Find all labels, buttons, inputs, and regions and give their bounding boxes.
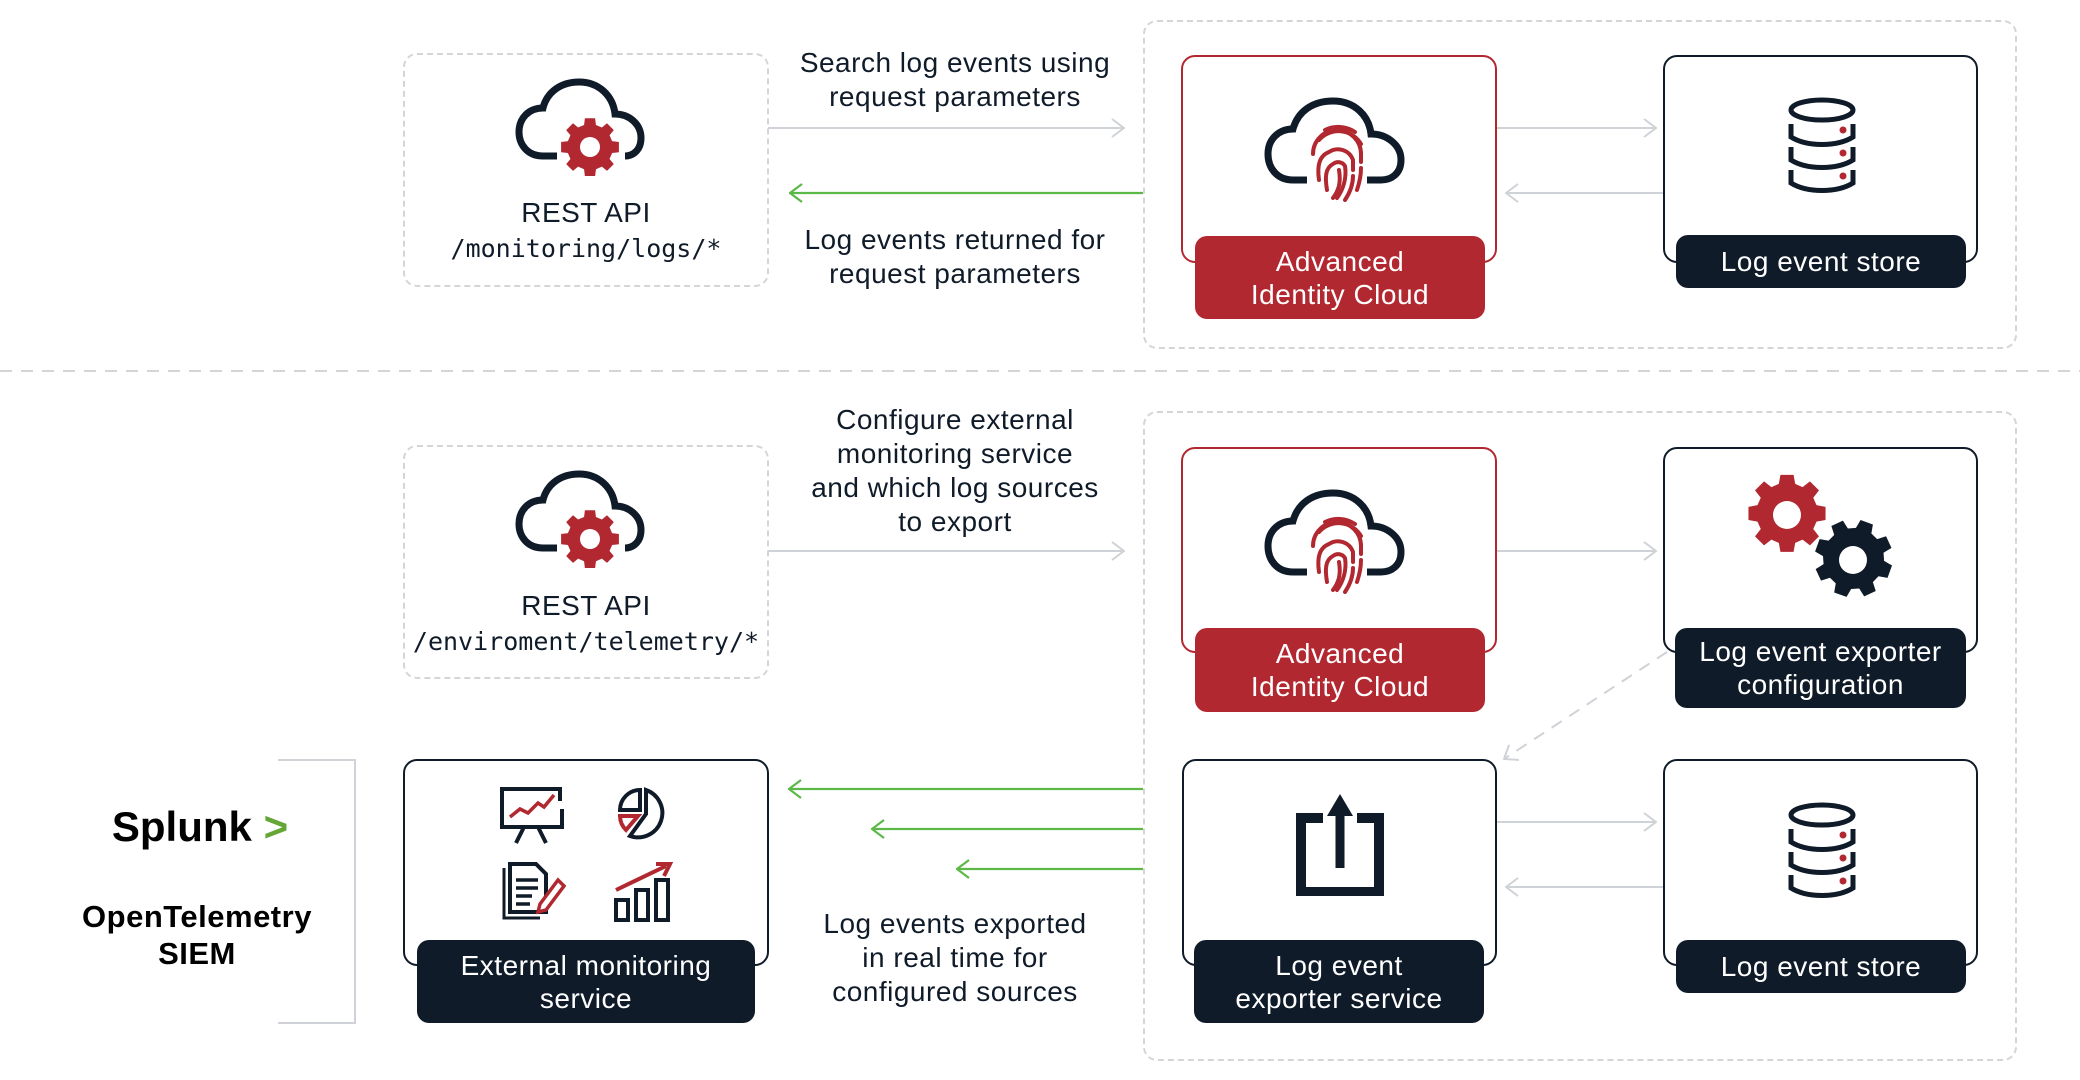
exporter-config-label: Log event exporter configuration: [1675, 628, 1966, 708]
label-line: Log event exporter: [1699, 636, 1942, 667]
database-icon: [1788, 802, 1856, 898]
database-icon: [1788, 97, 1856, 193]
top-rest-api-title: REST API: [521, 197, 651, 228]
other-targets: OpenTelemetry SIEM: [40, 898, 354, 972]
export-caption-line: configured sources: [832, 976, 1078, 1007]
target-opentelemetry: OpenTelemetry: [82, 899, 312, 934]
config-caption-line: and which log sources: [811, 472, 1099, 503]
splunk-logo: Splunk >: [70, 803, 330, 851]
top-log-store-node[interactable]: [1663, 55, 1978, 263]
splunk-chevron-icon: >: [263, 803, 289, 850]
label-line: Identity Cloud: [1250, 671, 1430, 702]
config-to-exporter-arrow: [1504, 651, 1668, 759]
gears-icon: [1748, 474, 1893, 597]
export-caption: Log events exported in real time for con…: [770, 907, 1140, 1009]
label-line: Identity Cloud: [1250, 278, 1430, 310]
response-caption-line: request parameters: [829, 258, 1081, 289]
targets-bracket: [278, 759, 356, 1024]
export-caption-line: in real time for: [862, 942, 1048, 973]
response-caption: Log events returned for request paramete…: [770, 223, 1140, 291]
label-line: Advanced: [1275, 638, 1405, 669]
label-line: configuration: [1737, 669, 1904, 700]
cloud-fingerprint-icon: [1264, 489, 1405, 594]
presentation-chart-icon: [500, 787, 564, 844]
document-edit-icon: [502, 862, 566, 920]
external-monitoring-node[interactable]: [403, 759, 769, 966]
config-caption-line: to export: [898, 506, 1012, 537]
response-caption-line: Log events returned for: [804, 224, 1106, 255]
upload-icon: [1296, 794, 1384, 896]
pie-chart-icon: [617, 787, 665, 840]
cloud-gear-icon: [515, 470, 645, 568]
external-monitoring-label: External monitoring service: [417, 940, 755, 1023]
cloud-fingerprint-icon: [1264, 97, 1405, 202]
label-line: Log event: [1275, 949, 1403, 981]
bottom-identity-cloud-node[interactable]: [1181, 447, 1497, 653]
target-siem: SIEM: [158, 936, 236, 971]
label-line: External monitoring: [460, 949, 712, 981]
bar-chart-growth-icon: [614, 862, 674, 922]
label-line: exporter service: [1235, 982, 1443, 1014]
export-caption-line: Log events exported: [823, 908, 1087, 939]
bottom-log-store-label: Log event store: [1676, 940, 1966, 993]
config-caption-line: monitoring service: [836, 438, 1074, 469]
cloud-gear-icon: [515, 78, 645, 176]
bottom-identity-cloud-label: Advanced Identity Cloud: [1195, 628, 1485, 712]
exporter-service-label: Log event exporter service: [1194, 940, 1484, 1023]
request-caption: Search log events using request paramete…: [770, 46, 1140, 114]
bottom-rest-api-title: REST API: [521, 590, 651, 621]
request-caption-line: Search log events using: [799, 47, 1111, 78]
top-identity-cloud-label: Advanced Identity Cloud: [1195, 236, 1485, 319]
splunk-name: Splunk: [111, 803, 252, 850]
config-caption-line: Configure external: [836, 404, 1074, 435]
bottom-rest-api-path: /enviroment/telemetry/*: [412, 627, 760, 656]
request-caption-line: request parameters: [829, 81, 1081, 112]
top-platform-frame: [1143, 20, 2017, 349]
top-log-store-label: Log event store: [1676, 235, 1966, 288]
label-line: service: [539, 982, 633, 1014]
top-identity-cloud-node[interactable]: [1181, 55, 1497, 263]
bottom-rest-api-frame: [403, 445, 769, 679]
top-rest-api-frame: [403, 53, 769, 287]
top-rest-api-path: /monitoring/logs/*: [450, 234, 722, 263]
label-line: Advanced: [1275, 245, 1405, 277]
bottom-platform-frame: [1143, 411, 2017, 1061]
config-caption: Configure external monitoring service an…: [770, 403, 1140, 539]
